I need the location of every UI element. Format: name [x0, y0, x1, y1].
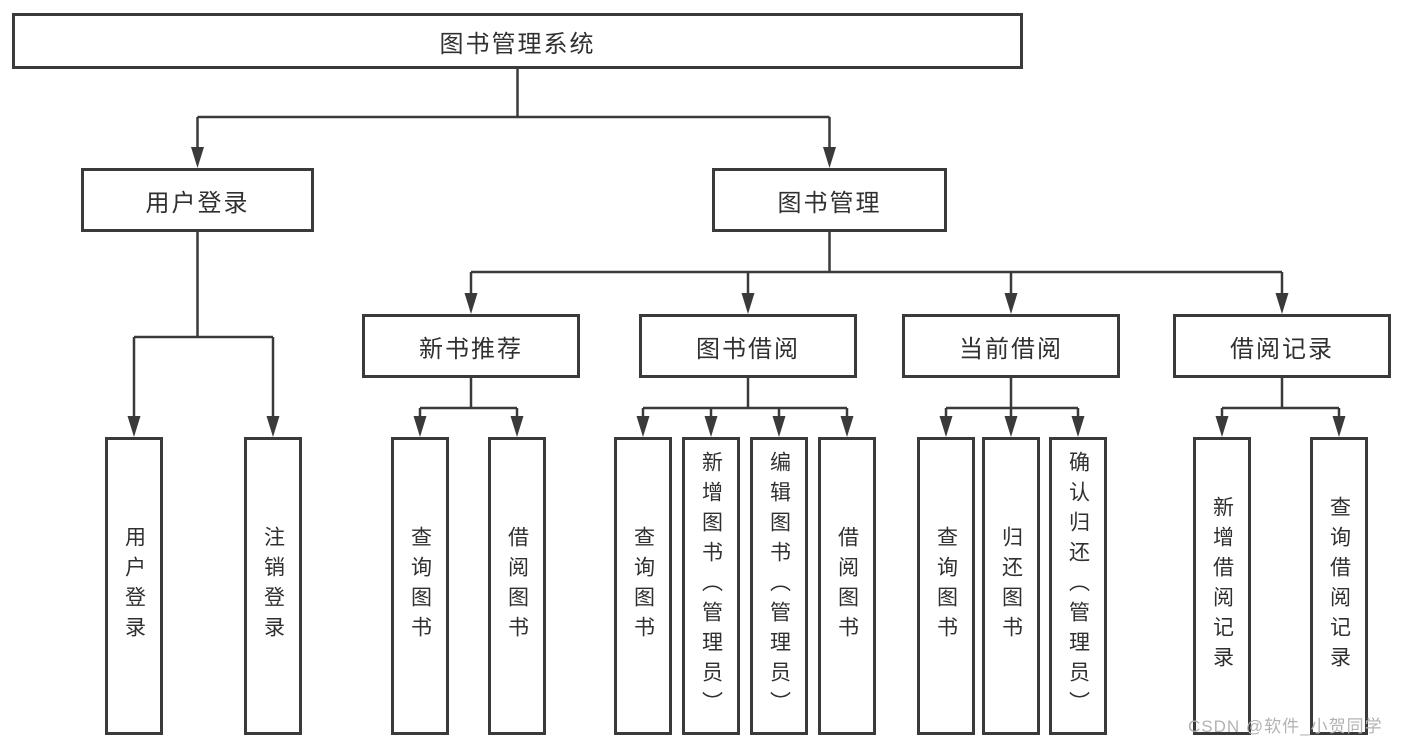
node-label: 确认归还（管理员）	[1066, 451, 1090, 721]
node-label: 图书管理	[777, 189, 882, 217]
node-label: 归还图书	[999, 526, 1023, 646]
leaf-query-books: 查询图书	[917, 437, 975, 735]
leaf-confirm-return-admin: 确认归还（管理员）	[1049, 437, 1107, 735]
node-label: 当前借阅	[959, 335, 1063, 363]
node-label: 借阅图书	[505, 526, 529, 646]
node-label: 查询图书	[408, 526, 432, 646]
node-borrowing-records: 借阅记录	[1173, 314, 1391, 378]
leaf-borrow-books: 借阅图书	[488, 437, 546, 735]
node-label: 图书借阅	[696, 335, 800, 363]
node-library-management-system: 图书管理系统	[12, 13, 1023, 69]
arrowhead-down-icon	[266, 416, 280, 437]
node-label: 查询图书	[631, 526, 655, 646]
node-label: 用户登录	[122, 526, 146, 646]
arrowhead-down-icon	[1215, 416, 1229, 437]
node-label: 新书推荐	[419, 335, 523, 363]
leaf-query-borrow-record: 查询借阅记录	[1310, 437, 1368, 735]
arrowhead-down-icon	[191, 147, 204, 168]
node-label: 借阅记录	[1230, 335, 1334, 363]
leaf-add-borrow-record: 新增借阅记录	[1193, 437, 1251, 735]
arrowhead-down-icon	[1275, 293, 1289, 314]
arrowhead-down-icon	[772, 416, 786, 437]
leaf-logout: 注销登录	[244, 437, 302, 735]
arrowhead-down-icon	[741, 293, 755, 314]
arrowhead-down-icon	[1004, 293, 1018, 314]
arrowhead-down-icon	[127, 416, 141, 437]
node-label: 查询图书	[934, 526, 958, 646]
node-current-borrowing: 当前借阅	[902, 314, 1120, 378]
node-label: 用户登录	[145, 189, 250, 217]
node-book-management: 图书管理	[712, 168, 947, 232]
arrowhead-down-icon	[1071, 416, 1085, 437]
leaf-query-books: 查询图书	[614, 437, 672, 735]
arrowhead-down-icon	[704, 416, 718, 437]
leaf-add-books-admin: 新增图书（管理员）	[682, 437, 740, 735]
node-book-borrowing: 图书借阅	[639, 314, 857, 378]
leaf-borrow-books: 借阅图书	[818, 437, 876, 735]
arrowhead-down-icon	[413, 416, 427, 437]
arrowhead-down-icon	[464, 293, 478, 314]
arrowhead-down-icon	[823, 147, 836, 168]
node-label: 新增图书（管理员）	[699, 451, 723, 721]
node-user-login: 用户登录	[81, 168, 314, 232]
leaf-return-books: 归还图书	[982, 437, 1040, 735]
node-new-book-recommend: 新书推荐	[362, 314, 580, 378]
node-label: 查询借阅记录	[1327, 496, 1351, 676]
leaf-user-login: 用户登录	[105, 437, 163, 735]
leaf-edit-books-admin: 编辑图书（管理员）	[750, 437, 808, 735]
arrowhead-down-icon	[840, 416, 854, 437]
arrowhead-down-icon	[636, 416, 650, 437]
node-label: 注销登录	[261, 526, 285, 646]
arrowhead-down-icon	[510, 416, 524, 437]
leaf-query-books: 查询图书	[391, 437, 449, 735]
arrowhead-down-icon	[939, 416, 953, 437]
arrowhead-down-icon	[1332, 416, 1346, 437]
watermark: CSDN @软件_小贺同学	[1188, 717, 1383, 736]
node-label: 借阅图书	[835, 526, 859, 646]
node-label: 图书管理系统	[439, 30, 596, 58]
node-label: 编辑图书（管理员）	[767, 451, 791, 721]
arrowhead-down-icon	[1004, 416, 1018, 437]
node-label: 新增借阅记录	[1210, 496, 1234, 676]
